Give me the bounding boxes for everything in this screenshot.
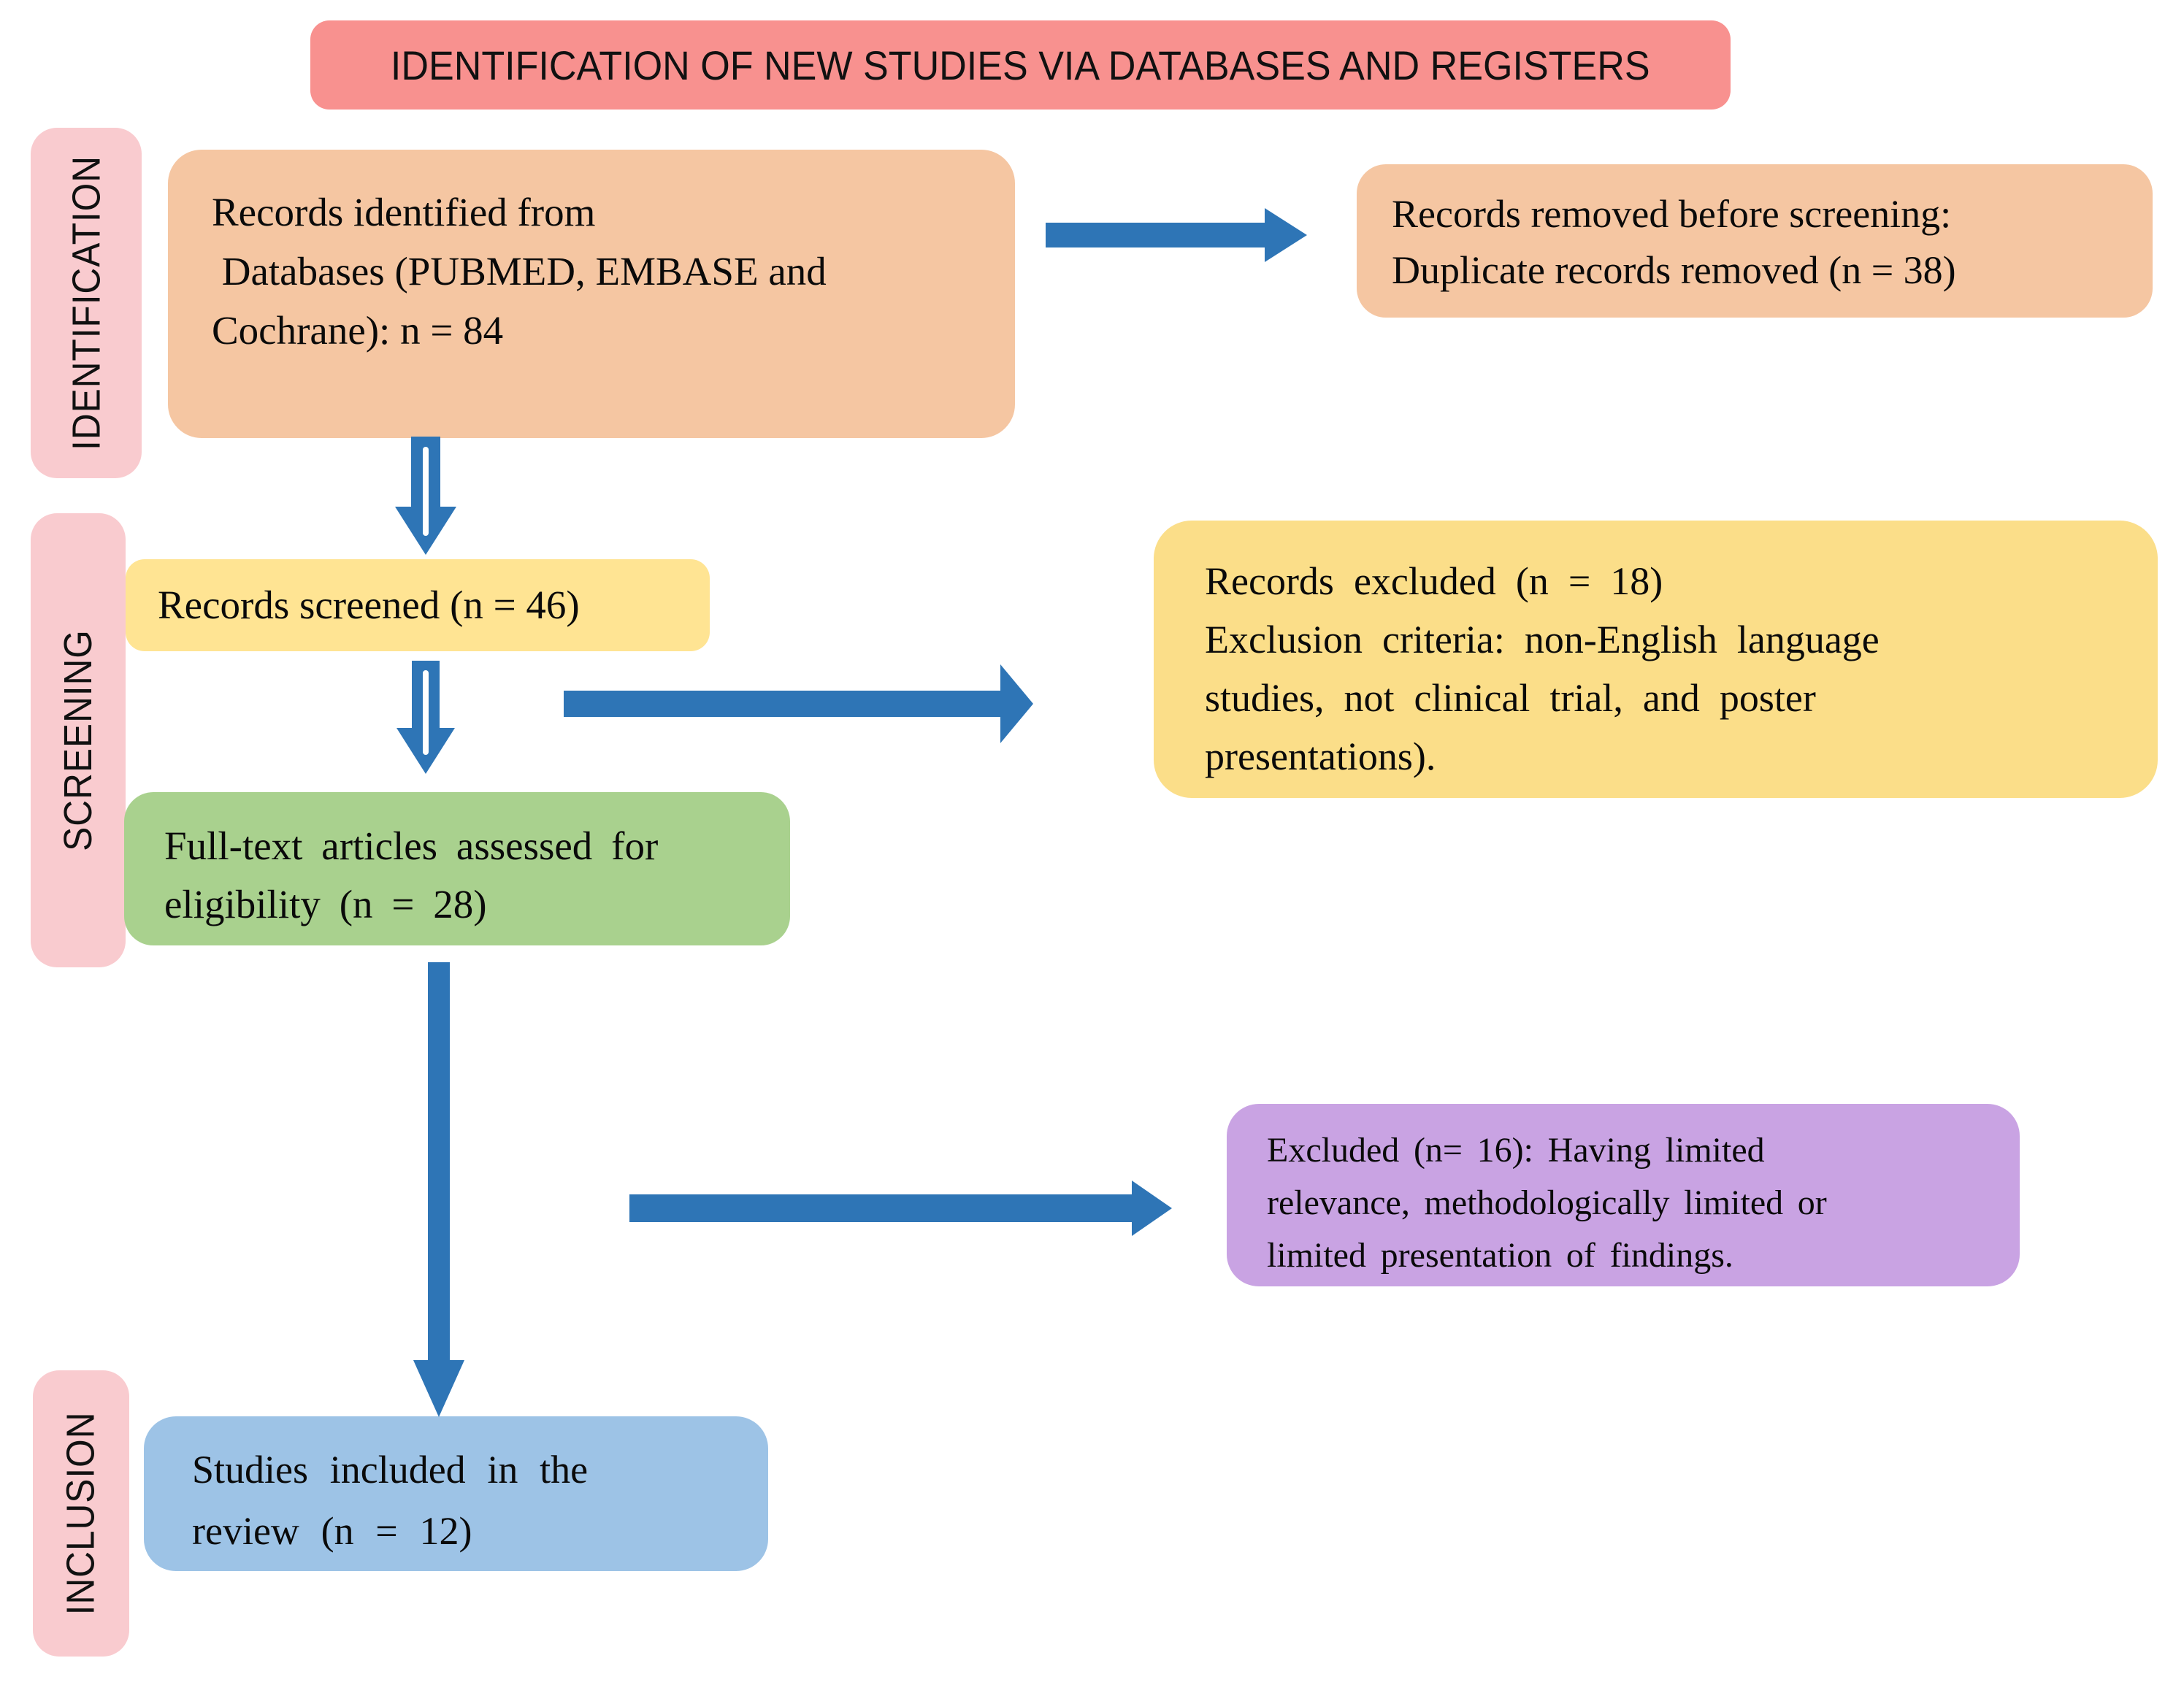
arrow-fulltext-to-included	[413, 962, 464, 1417]
records-removed-line: Records removed before screening:	[1392, 192, 1952, 236]
excluded-fulltext-line: relevance, methodologically limited or	[1267, 1183, 1827, 1222]
records-screened-box: Records screened (n = 46)	[126, 559, 710, 651]
records-removed-line: Duplicate records removed (n = 38)	[1392, 247, 1956, 292]
records-excluded-line: presentations).	[1205, 734, 1436, 778]
records-excluded-line: studies, not clinical trial, and poster	[1205, 675, 1816, 720]
records-identified-line: Records identified from	[212, 190, 596, 234]
records-excluded-screening-box: Records excluded (n = 18) Exclusion crit…	[1154, 521, 2158, 798]
stage-label-identification-text: IDENTIFICATION	[64, 156, 108, 450]
arrow-screened-to-excluded	[564, 664, 1033, 743]
fulltext-assessed-box: Full-text articles assessed for eligibil…	[124, 792, 790, 945]
arrow-screened-to-fulltext	[396, 661, 455, 774]
records-screened-line: Records screened (n = 46)	[158, 582, 580, 627]
excluded-fulltext-line: limited presentation of findings.	[1267, 1236, 1733, 1275]
studies-included-box: Studies included in the review (n = 12)	[144, 1416, 768, 1571]
arrow-fulltext-to-excluded	[629, 1181, 1172, 1236]
studies-included-line: Studies included in the	[192, 1448, 589, 1492]
arrow-identified-to-screened	[395, 437, 456, 555]
stage-label-screening: SCREENING	[31, 513, 126, 967]
fulltext-assessed-line: eligibility (n = 28)	[164, 881, 487, 926]
arrow-identified-to-removed	[1046, 208, 1307, 262]
excluded-fulltext-box: Excluded (n= 16): Having limited relevan…	[1227, 1104, 2020, 1286]
fulltext-assessed-line: Full-text articles assessed for	[164, 824, 659, 868]
excluded-fulltext-line: Excluded (n= 16): Having limited	[1267, 1131, 1765, 1170]
stage-label-screening-text: SCREENING	[56, 629, 101, 851]
stage-label-inclusion-text: INCLUSION	[59, 1411, 104, 1616]
records-identified-line: Databases (PUBMED, EMBASE and	[212, 248, 827, 293]
records-excluded-line: Exclusion criteria: non-English language	[1205, 617, 1880, 661]
stage-label-inclusion: INCLUSION	[33, 1370, 129, 1657]
title-banner-label: IDENTIFICATION OF NEW STUDIES VIA DATABA…	[391, 42, 1650, 88]
studies-included-line: review (n = 12)	[192, 1508, 472, 1553]
records-identified-line: Cochrane): n = 84	[212, 307, 504, 353]
records-excluded-line: Records excluded (n = 18)	[1205, 559, 1663, 603]
records-removed-box: Records removed before screening: Duplic…	[1357, 164, 2153, 318]
title-banner: IDENTIFICATION OF NEW STUDIES VIA DATABA…	[310, 20, 1731, 110]
records-identified-box: Records identified from Databases (PUBME…	[168, 150, 1015, 438]
stage-label-identification: IDENTIFICATION	[31, 128, 142, 478]
